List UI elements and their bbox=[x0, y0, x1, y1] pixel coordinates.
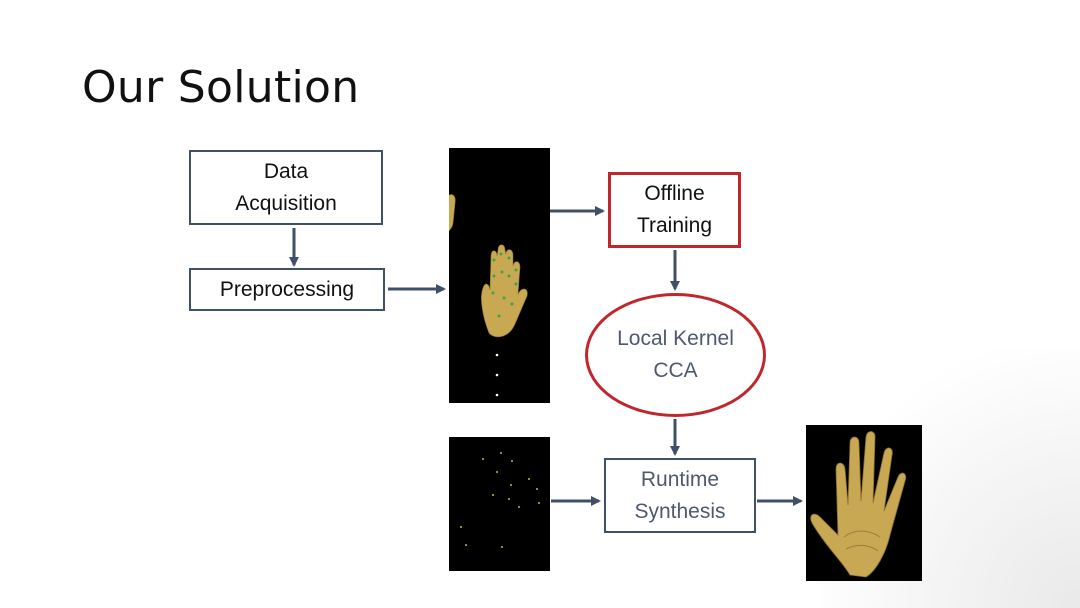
sparse-markers-image bbox=[449, 437, 550, 571]
runtime-synthesis-box: Runtime Synthesis bbox=[604, 458, 756, 533]
synthesized-hand-image bbox=[806, 425, 922, 581]
training-hands-image bbox=[449, 148, 550, 403]
hand-upper bbox=[449, 173, 456, 237]
runtime-synthesis-label: Runtime Synthesis bbox=[634, 467, 726, 523]
local-kernel-cca-ellipse: Local Kernel CCA bbox=[585, 293, 766, 417]
continuation-dots bbox=[495, 353, 499, 397]
hand-lower bbox=[481, 244, 528, 338]
offline-training-box: Offline Training bbox=[608, 172, 741, 248]
data-acquisition-box: Data Acquisition bbox=[189, 150, 383, 225]
slide-title: Our Solution bbox=[82, 62, 360, 113]
preprocessing-label: Preprocessing bbox=[219, 277, 355, 301]
local-kernel-cca-label: Local Kernel CCA bbox=[617, 327, 734, 382]
preprocessing-box: Preprocessing bbox=[189, 268, 385, 311]
offline-training-label: Offline Training bbox=[636, 182, 713, 237]
data-acquisition-label: Data Acquisition bbox=[235, 159, 337, 215]
